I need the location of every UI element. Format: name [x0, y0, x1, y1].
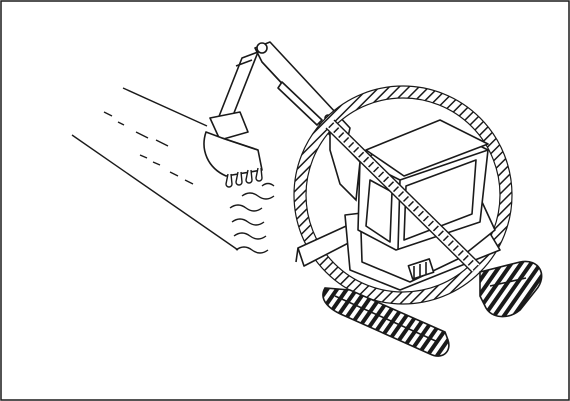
slope-dashes: [104, 112, 193, 184]
excavator-arm: [204, 42, 350, 176]
